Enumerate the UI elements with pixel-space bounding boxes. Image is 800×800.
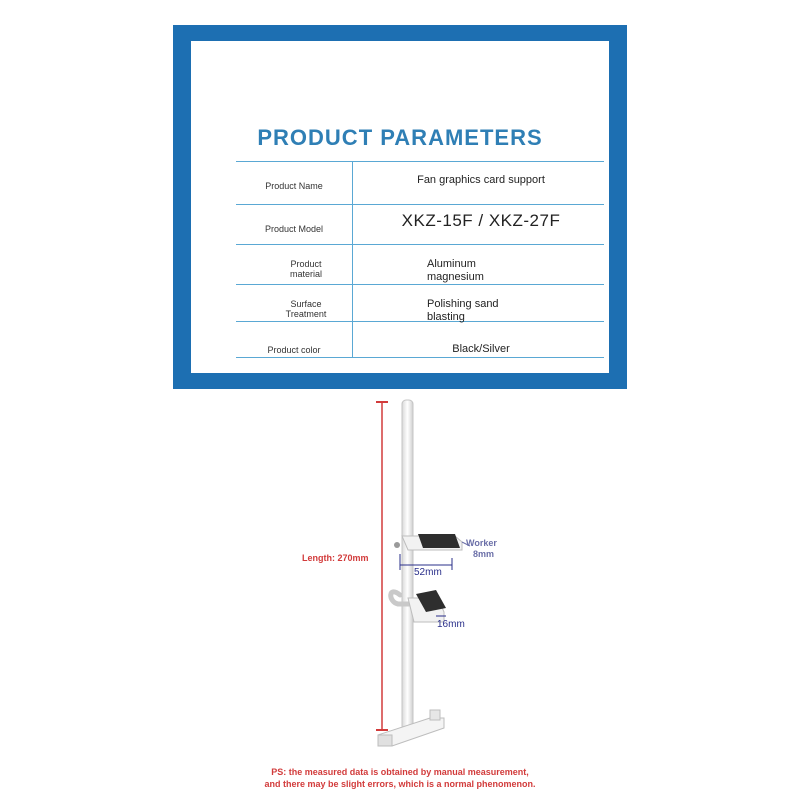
parameters-title: PRODUCT PARAMETERS (257, 125, 543, 150)
row-label-product-material: Product material (289, 259, 322, 279)
upper-bracket (394, 534, 463, 551)
row-value-product-color: Black/Silver (452, 343, 510, 355)
table-divider (236, 244, 604, 245)
parameters-card: PRODUCT PARAMETERS Product Name Fan grap… (191, 41, 609, 373)
product-diagram: Length: 270mm 52mm Worker 8mm 16mm (0, 390, 800, 760)
measurement-note: PS: the measured data is obtained by man… (0, 766, 800, 790)
lower-bracket (407, 590, 446, 623)
row-value-product-model: XKZ-15F / XKZ-27F (401, 211, 561, 230)
row-value-product-material: Aluminum magnesium (427, 258, 484, 283)
length-dimension-line (376, 401, 388, 731)
width-dimension (399, 554, 453, 570)
table-divider (236, 204, 604, 205)
rod-hook (388, 589, 416, 607)
parameters-frame: PRODUCT PARAMETERS Product Name Fan grap… (173, 25, 627, 389)
row-label-product-model: Product Model (264, 224, 324, 234)
row-label-surface-treatment: Surface Treatment (285, 299, 327, 319)
worker-pointer (461, 541, 471, 547)
measurement-note-line2: and there may be slight errors, which is… (264, 779, 536, 789)
worker-label: Worker (466, 538, 497, 548)
row-value-product-name: Fan graphics card support (417, 174, 545, 186)
table-divider (236, 321, 604, 322)
measurement-note-line1: PS: the measured data is obtained by man… (271, 767, 529, 777)
table-divider (236, 357, 604, 358)
row-label-product-name: Product Name (265, 181, 323, 191)
length-label: Length: 270mm (302, 553, 369, 563)
table-column-divider (352, 161, 353, 357)
lower-rubber-pad (416, 590, 446, 612)
table-divider (236, 161, 604, 162)
width-label: 52mm (414, 567, 442, 578)
support-base (377, 709, 445, 747)
table-divider (236, 284, 604, 285)
depth-label: 16mm (437, 619, 465, 630)
upper-rubber-pad (418, 534, 460, 548)
worker-value: 8mm (473, 549, 494, 559)
row-label-product-color: Product color (267, 345, 321, 355)
row-value-surface-treatment: Polishing sand blasting (427, 298, 499, 323)
